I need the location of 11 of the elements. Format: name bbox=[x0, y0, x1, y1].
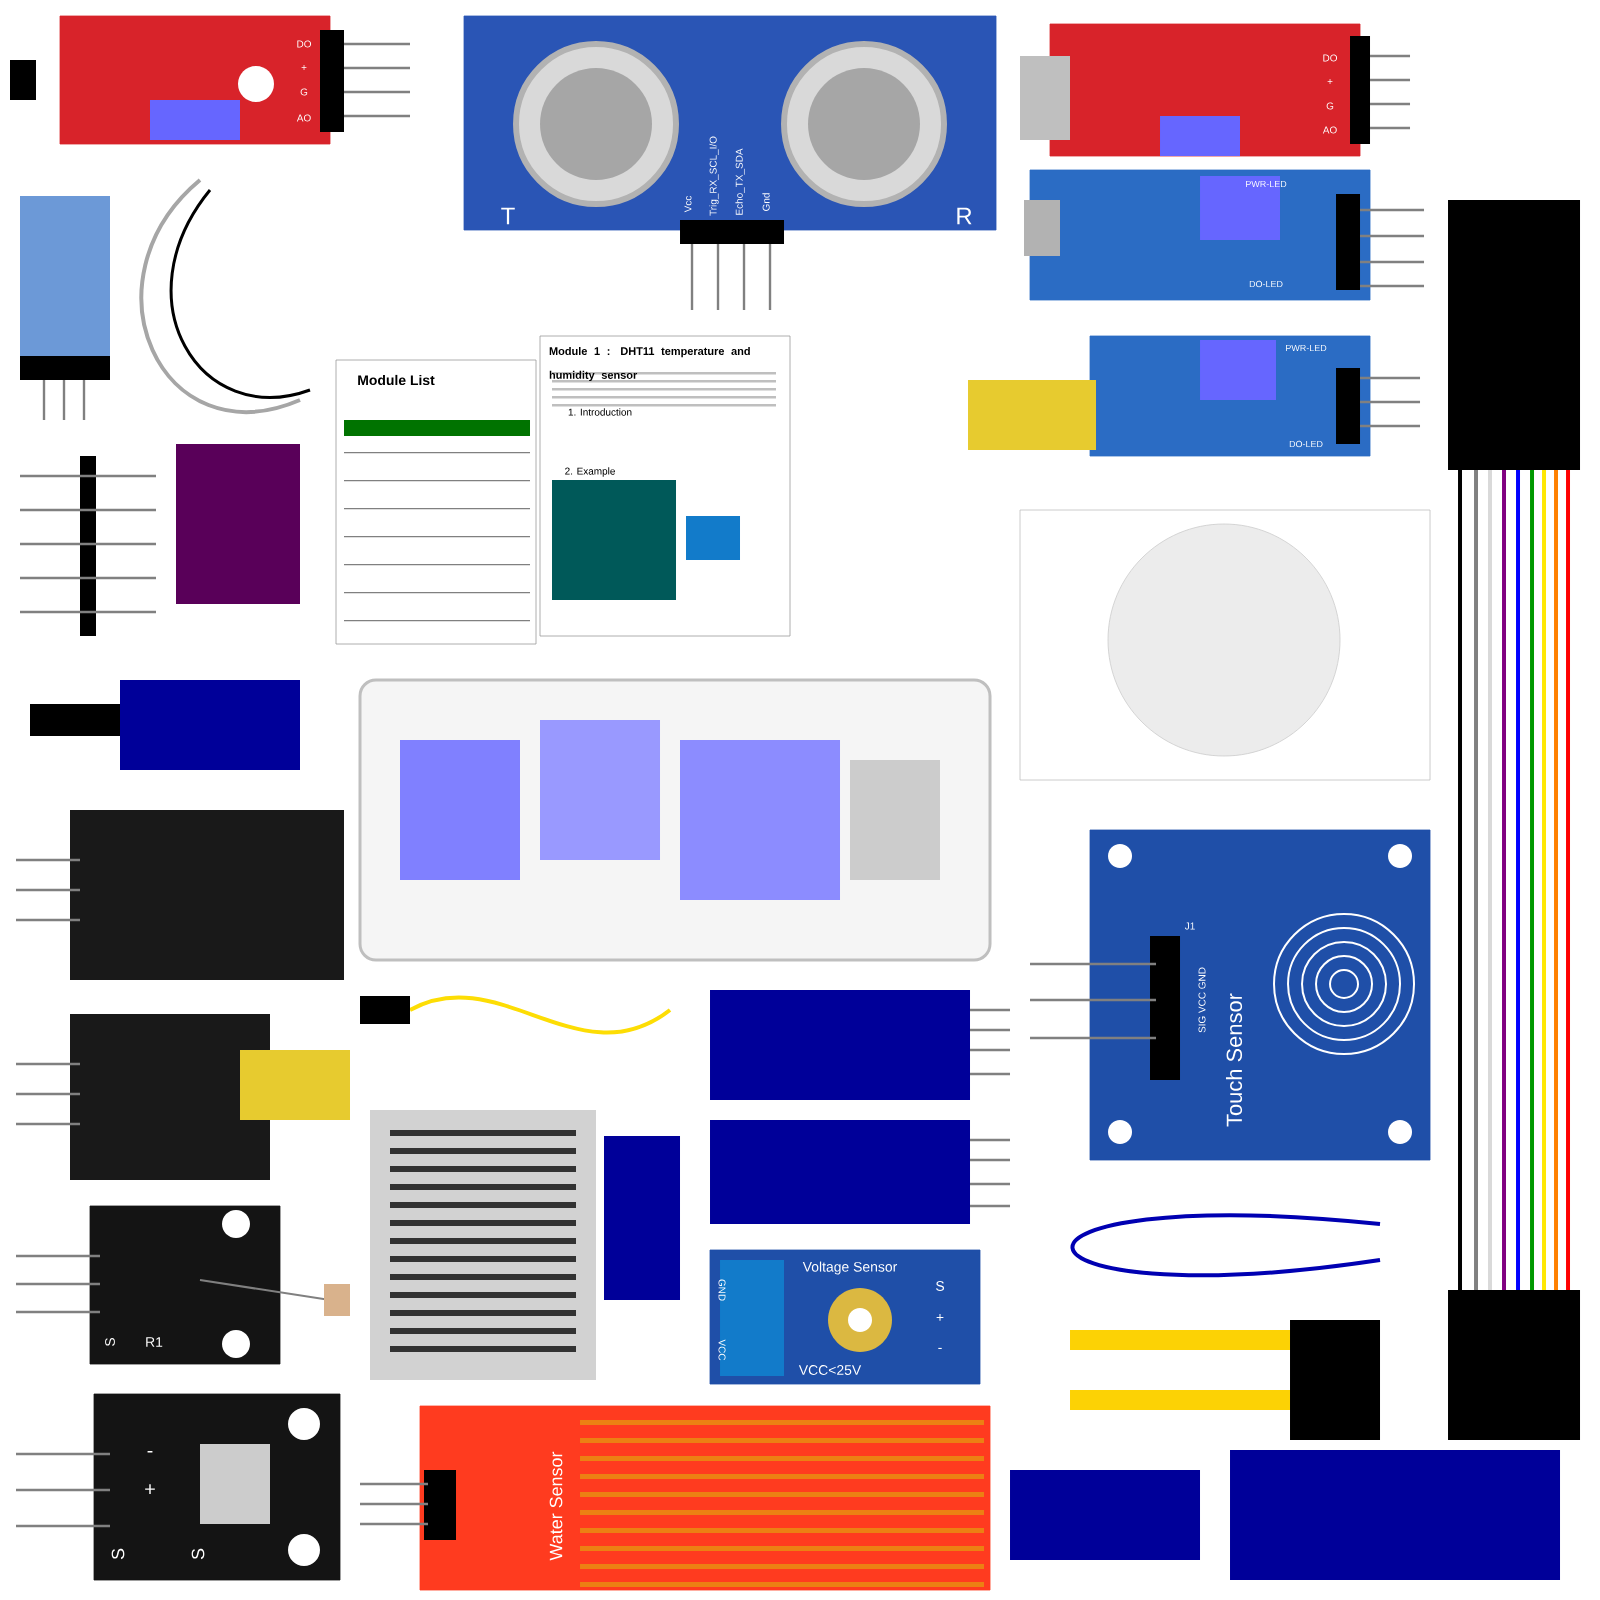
board-label: R bbox=[957, 207, 972, 225]
board-label: - bbox=[147, 1451, 153, 1453]
board-label: S bbox=[111, 1548, 125, 1560]
module-board bbox=[335, 359, 537, 645]
module-board bbox=[1089, 829, 1431, 1161]
board-label: Touch Sensor bbox=[1226, 993, 1243, 1127]
board-label: Water Sensor bbox=[549, 1451, 563, 1561]
board-label: T bbox=[501, 207, 515, 225]
board-label: S bbox=[191, 1548, 205, 1560]
board-label: + bbox=[145, 1484, 155, 1494]
module-board bbox=[89, 1205, 281, 1365]
